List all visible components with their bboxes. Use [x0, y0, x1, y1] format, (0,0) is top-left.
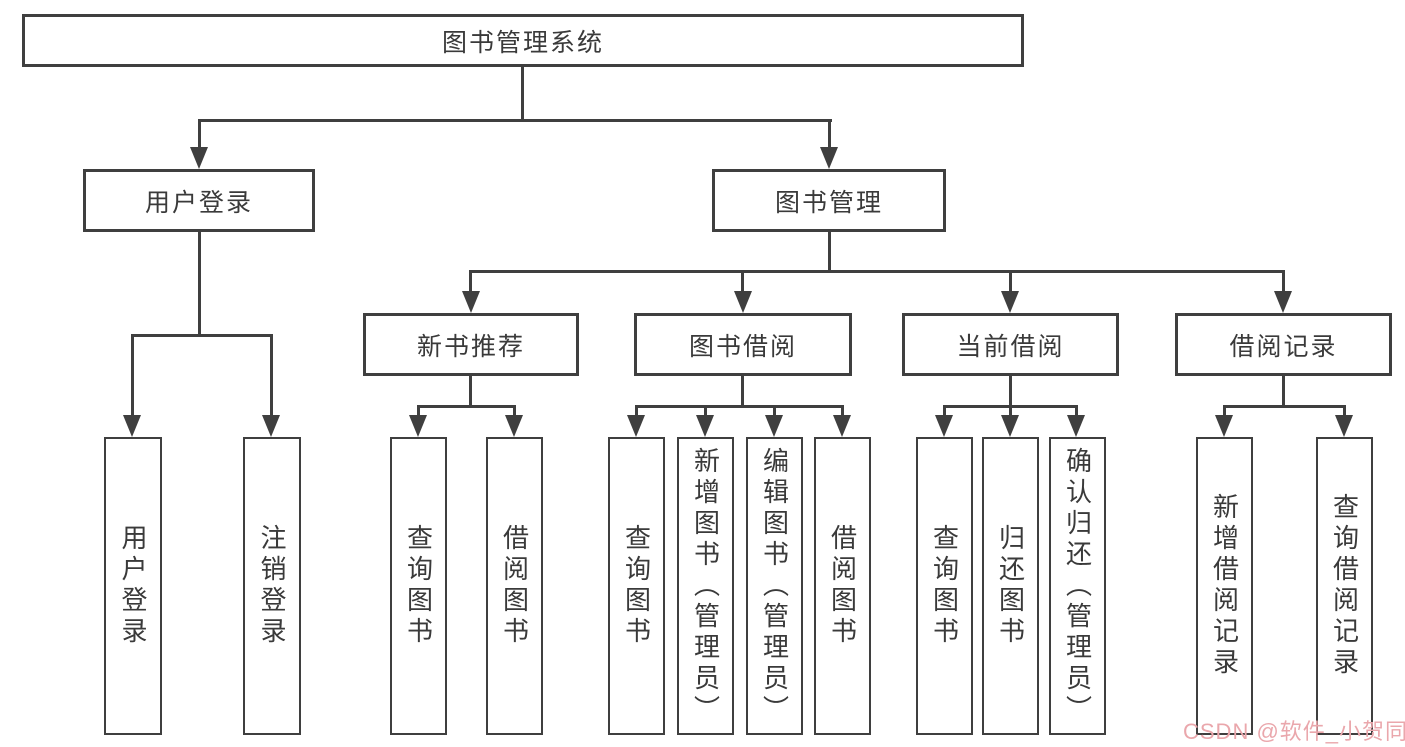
leaf-label: 编辑图书（管理员）: [759, 446, 790, 726]
leaf-add-borrow-record: 新增借阅记录: [1196, 437, 1253, 735]
arrow-down-icon: [734, 291, 752, 313]
connector-line: [773, 407, 776, 417]
leaf-add-books-admin: 新增图书（管理员）: [677, 437, 734, 735]
leaf-confirm-return-admin: 确认归还（管理员）: [1049, 437, 1106, 735]
connector-line: [828, 232, 831, 272]
connector-line: [635, 407, 638, 417]
leaf-edit-books-admin: 编辑图书（管理员）: [746, 437, 803, 735]
leaf-label: 查询图书: [929, 524, 960, 648]
connector-line: [469, 376, 472, 407]
connector-line: [1009, 272, 1012, 293]
node-new-book-recommend: 新书推荐: [363, 313, 579, 376]
leaf-label: 查询借阅记录: [1329, 493, 1360, 679]
connector-line: [513, 407, 516, 417]
connector-line: [469, 272, 472, 293]
connector-line: [635, 405, 844, 408]
node-book-borrow: 图书借阅: [634, 313, 852, 376]
connector-line: [828, 121, 831, 150]
node-label: 借阅记录: [1229, 332, 1338, 361]
leaf-user-login: 用户登录: [104, 437, 162, 735]
leaf-query-books-recommend: 查询图书: [390, 437, 447, 735]
connector-line: [1075, 407, 1078, 417]
node-label: 用户登录: [144, 188, 253, 217]
node-label: 图书管理系统: [441, 28, 604, 57]
arrow-down-icon: [627, 415, 645, 437]
connector-line: [521, 67, 524, 121]
connector-line: [270, 336, 273, 416]
arrow-down-icon: [123, 415, 141, 437]
arrow-down-icon: [1067, 415, 1085, 437]
arrow-down-icon: [1335, 415, 1353, 437]
arrow-down-icon: [935, 415, 953, 437]
arrow-down-icon: [505, 415, 523, 437]
connector-line: [943, 407, 946, 417]
connector-line: [841, 407, 844, 417]
connector-line: [704, 407, 707, 417]
node-label: 图书借阅: [688, 332, 797, 361]
arrow-down-icon: [833, 415, 851, 437]
leaf-return-books: 归还图书: [982, 437, 1039, 735]
leaf-label: 用户登录: [118, 524, 148, 648]
connector-line: [741, 376, 744, 407]
connector-line: [943, 405, 1078, 408]
connector-line: [1282, 272, 1285, 293]
leaf-borrow-books: 借阅图书: [814, 437, 871, 735]
node-current-borrow: 当前借阅: [902, 313, 1119, 376]
leaf-label: 注销登录: [257, 524, 287, 648]
connector-line: [131, 334, 273, 337]
connector-line: [131, 336, 134, 416]
arrow-down-icon: [262, 415, 280, 437]
connector-line: [417, 405, 516, 408]
arrow-down-icon: [462, 291, 480, 313]
node-user-login: 用户登录: [83, 169, 315, 232]
arrow-down-icon: [409, 415, 427, 437]
arrow-down-icon: [1274, 291, 1292, 313]
leaf-label: 新增图书（管理员）: [690, 446, 721, 726]
leaf-label: 查询图书: [403, 524, 434, 648]
node-library-management-system: 图书管理系统: [22, 14, 1024, 67]
connector-line: [469, 270, 1285, 273]
arrow-down-icon: [765, 415, 783, 437]
connector-line: [1009, 376, 1012, 407]
arrow-down-icon: [1001, 291, 1019, 313]
connector-line: [741, 272, 744, 293]
leaf-label: 新增借阅记录: [1209, 493, 1240, 679]
node-label: 新书推荐: [416, 332, 525, 361]
leaf-query-books-current: 查询图书: [916, 437, 973, 735]
leaf-borrow-books-recommend: 借阅图书: [486, 437, 543, 735]
node-label: 当前借阅: [956, 332, 1065, 361]
arrow-down-icon: [1215, 415, 1233, 437]
leaf-label: 查询图书: [621, 524, 652, 648]
connector-line: [1009, 407, 1012, 417]
csdn-watermark: CSDN @软件_小贺同学: [1183, 719, 1405, 744]
leaf-label: 确认归还（管理员）: [1062, 446, 1093, 726]
connector-line: [198, 232, 201, 336]
leaf-label: 归还图书: [995, 524, 1026, 648]
node-book-management: 图书管理: [712, 169, 946, 232]
connector-line: [1282, 376, 1285, 407]
arrow-down-icon: [190, 147, 208, 169]
connector-line: [1223, 407, 1226, 417]
node-label: 图书管理: [774, 188, 883, 217]
connector-line: [1223, 405, 1346, 408]
leaf-query-borrow-record: 查询借阅记录: [1316, 437, 1373, 735]
arrow-down-icon: [1001, 415, 1019, 437]
leaf-label: 借阅图书: [499, 524, 530, 648]
arrow-down-icon: [696, 415, 714, 437]
node-borrow-records: 借阅记录: [1175, 313, 1392, 376]
leaf-query-books: 查询图书: [608, 437, 665, 735]
leaf-label: 借阅图书: [827, 524, 858, 648]
connector-line: [417, 407, 420, 417]
arrow-down-icon: [820, 147, 838, 169]
connector-line: [1343, 407, 1346, 417]
connector-line: [198, 119, 832, 122]
connector-line: [198, 121, 201, 150]
leaf-logout: 注销登录: [243, 437, 301, 735]
